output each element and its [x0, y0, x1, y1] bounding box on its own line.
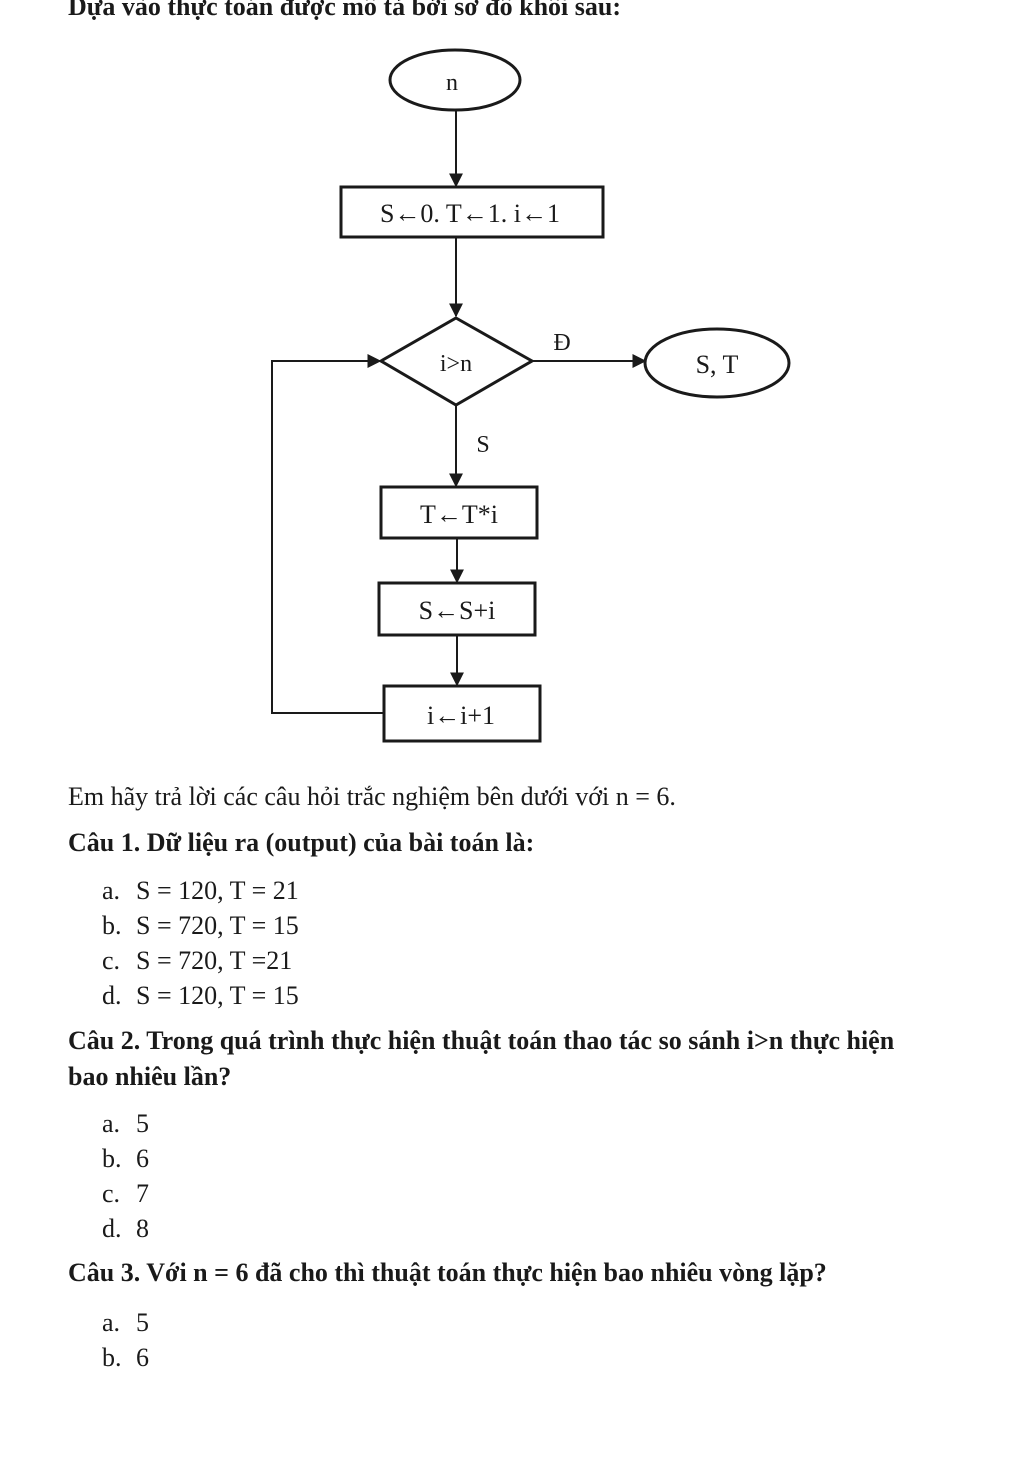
- question-1-options: a.S = 120, T = 21 b.S = 720, T = 15 c.S …: [102, 873, 299, 1013]
- output-label: S, T: [696, 350, 739, 379]
- condition-label: i>n: [440, 351, 472, 377]
- step1-label: T←T*i: [420, 500, 498, 529]
- start-label: n: [446, 70, 458, 96]
- step1-box: [379, 485, 539, 540]
- question-3: Câu 3. Với n = 6 đã cho thì thuật toán t…: [68, 1258, 827, 1287]
- option-2d[interactable]: d.8: [102, 1214, 149, 1243]
- init-box: [339, 185, 605, 239]
- step3-label: i←i+1: [427, 701, 495, 730]
- option-2c[interactable]: c.7: [102, 1179, 149, 1208]
- option-2b[interactable]: b.6: [102, 1144, 149, 1173]
- option-1b[interactable]: b.S = 720, T = 15: [102, 911, 299, 940]
- no-label: S: [476, 432, 489, 458]
- output-node: [643, 327, 791, 399]
- yes-label: Đ: [553, 330, 570, 356]
- option-1a[interactable]: a.S = 120, T = 21: [102, 876, 299, 905]
- question-2: Câu 2. Trong quá trình thực hiện thuật t…: [68, 1026, 895, 1055]
- option-3a[interactable]: a.5: [102, 1308, 149, 1337]
- step2-box: [377, 581, 537, 637]
- flowchart: n S←0. T←1. i←1 i>n Đ S, T S T←T*i S←S+i…: [271, 48, 791, 743]
- option-1c[interactable]: c.S = 720, T =21: [102, 946, 293, 975]
- document-heading: Dựa vào thực toán được mô tả bởi sơ đồ k…: [68, 0, 622, 21]
- intro-text: Em hãy trả lời các câu hỏi trắc nghiệm b…: [68, 782, 676, 811]
- question-3-options: a.5 b.6: [102, 1305, 149, 1375]
- step2-label: S←S+i: [419, 596, 496, 625]
- question-1: Câu 1. Dữ liệu ra (output) của bài toán …: [68, 828, 535, 857]
- option-1d[interactable]: d.S = 120, T = 15: [102, 981, 299, 1010]
- init-label: S←0. T←1. i←1: [380, 199, 560, 228]
- question-2-options: a.5 b.6 c.7 d.8: [102, 1106, 149, 1246]
- option-3b[interactable]: b.6: [102, 1343, 149, 1372]
- question-2-line2: bao nhiêu lần?: [68, 1062, 232, 1091]
- option-2a[interactable]: a.5: [102, 1109, 149, 1138]
- start-node: [388, 48, 522, 112]
- loop-back-arrow: [271, 354, 384, 714]
